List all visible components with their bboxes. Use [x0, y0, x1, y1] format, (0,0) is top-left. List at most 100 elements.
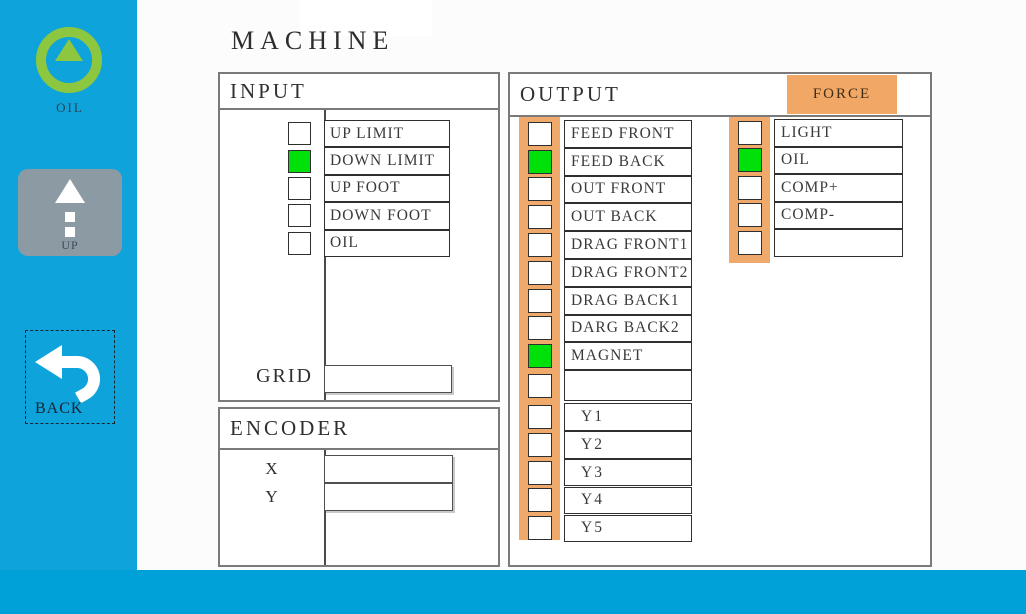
output-row: DRAG FRONT2: [519, 258, 692, 287]
output-row-label: DRAG FRONT1: [564, 231, 692, 259]
back-button[interactable]: BACK: [25, 330, 115, 424]
oil-button[interactable]: OIL: [18, 22, 122, 116]
input-indicator: [288, 231, 311, 255]
output-row-label: COMP-: [774, 201, 903, 229]
output-panel-title: OUTPUT: [520, 82, 621, 106]
output-checkbox-cell: [519, 121, 560, 146]
output-checkbox[interactable]: [527, 233, 552, 258]
output-row: Y4: [519, 486, 692, 515]
input-row-label: OIL: [324, 229, 450, 257]
output-checkbox[interactable]: [527, 488, 552, 513]
output-row-label: Y5: [564, 514, 692, 542]
output-row-label: [564, 370, 692, 402]
encoder-y-value: [324, 483, 453, 511]
output-checkbox[interactable]: [737, 120, 762, 145]
output-row: COMP-: [729, 201, 903, 229]
output-checkbox-cell: [519, 373, 560, 398]
input-row: UP FOOT: [220, 174, 498, 203]
encoder-panel: ENCODER X Y: [218, 407, 500, 567]
top-highlight: [300, 0, 432, 36]
encoder-x-value: [324, 455, 453, 483]
input-indicator: [288, 204, 311, 228]
input-panel: INPUT UP LIMIT DOWN LIMIT UP FOOT DOWN F…: [218, 72, 500, 402]
input-row-label: UP LIMIT: [324, 120, 450, 148]
output-checkbox[interactable]: [527, 205, 552, 230]
output-checkbox[interactable]: [737, 203, 762, 228]
output-checkbox-cell: [519, 344, 560, 369]
output-row: Y5: [519, 514, 692, 542]
output-row: DRAG BACK1: [519, 286, 692, 315]
output-panel: OUTPUT FORCE FEED FRONT FEED BACK OUT FR…: [508, 72, 932, 567]
output-row-label: Y4: [564, 486, 692, 515]
up-button-label: UP: [61, 238, 79, 252]
output-checkbox-cell: [519, 205, 560, 230]
input-row-label: DOWN LIMIT: [324, 147, 450, 175]
output-checkbox-cell: [729, 175, 770, 200]
output-row: Y3: [519, 458, 692, 487]
output-checkbox-cell: [519, 260, 560, 285]
grid-value-field[interactable]: [324, 365, 452, 393]
output-row: OUT FRONT: [519, 175, 692, 204]
output-row-label: COMP+: [774, 174, 903, 202]
output-checkbox-cell: [519, 233, 560, 258]
output-row-label: DRAG FRONT2: [564, 258, 692, 287]
output-checkbox-cell: [519, 405, 560, 430]
output-row: Y1: [519, 403, 692, 431]
output-checkbox-cell: [729, 203, 770, 228]
output-checkbox[interactable]: [737, 148, 762, 173]
output-column-2: LIGHT OIL COMP+ COMP-: [729, 119, 903, 257]
output-checkbox[interactable]: [527, 260, 552, 285]
output-checkbox[interactable]: [527, 373, 552, 398]
input-indicator: [288, 122, 311, 146]
encoder-x-label: X: [265, 459, 279, 478]
input-indicator: [288, 176, 311, 200]
output-checkbox-cell: [519, 288, 560, 313]
output-row-label: OUT BACK: [564, 203, 692, 232]
output-row-label: Y1: [564, 403, 692, 431]
output-checkbox-cell: [729, 148, 770, 173]
input-row-list: UP LIMIT DOWN LIMIT UP FOOT DOWN FOOT OI…: [220, 120, 498, 257]
input-row-label: UP FOOT: [324, 174, 450, 203]
output-checkbox[interactable]: [527, 516, 552, 541]
input-row: UP LIMIT: [220, 120, 498, 148]
output-row-label: FEED BACK: [564, 147, 692, 176]
output-row-label: FEED FRONT: [564, 120, 692, 148]
output-checkbox[interactable]: [527, 177, 552, 202]
back-button-label: BACK: [35, 400, 84, 417]
page-title: MACHINE: [231, 26, 395, 55]
input-indicator: [288, 149, 311, 173]
output-row-label: OUT FRONT: [564, 175, 692, 204]
force-button[interactable]: FORCE: [787, 75, 897, 114]
output-row: DRAG FRONT1: [519, 231, 692, 259]
output-checkbox[interactable]: [737, 175, 762, 200]
output-row-label: Y3: [564, 458, 692, 487]
output-row: OIL: [729, 146, 903, 174]
input-row-label: DOWN FOOT: [324, 202, 450, 230]
input-panel-title: INPUT: [220, 74, 498, 110]
output-checkbox-cell: [519, 460, 560, 485]
output-column-1: FEED FRONT FEED BACK OUT FRONT OUT BACK …: [519, 120, 692, 542]
output-checkbox[interactable]: [527, 149, 552, 174]
output-row-label: DRAG BACK1: [564, 286, 692, 315]
output-row: LIGHT: [729, 119, 903, 147]
output-checkbox-cell: [519, 149, 560, 174]
output-checkbox[interactable]: [527, 316, 552, 341]
output-checkbox[interactable]: [527, 121, 552, 146]
output-row-label: MAGNET: [564, 342, 692, 371]
oil-button-label: OIL: [56, 100, 84, 115]
output-checkbox[interactable]: [527, 460, 552, 485]
output-checkbox[interactable]: [527, 405, 552, 430]
output-checkbox[interactable]: [527, 344, 552, 369]
encoder-panel-title: ENCODER: [220, 409, 498, 450]
bottom-bar: [0, 570, 1026, 614]
output-row: [729, 229, 903, 257]
output-checkbox-cell: [519, 177, 560, 202]
output-row: FEED FRONT: [519, 120, 692, 148]
output-checkbox[interactable]: [527, 432, 552, 457]
up-button[interactable]: UP: [18, 169, 122, 256]
output-checkbox[interactable]: [527, 288, 552, 313]
output-checkbox-cell: [519, 488, 560, 513]
output-checkbox[interactable]: [737, 230, 762, 255]
output-checkbox-cell: [519, 516, 560, 541]
input-row: OIL: [220, 229, 498, 257]
